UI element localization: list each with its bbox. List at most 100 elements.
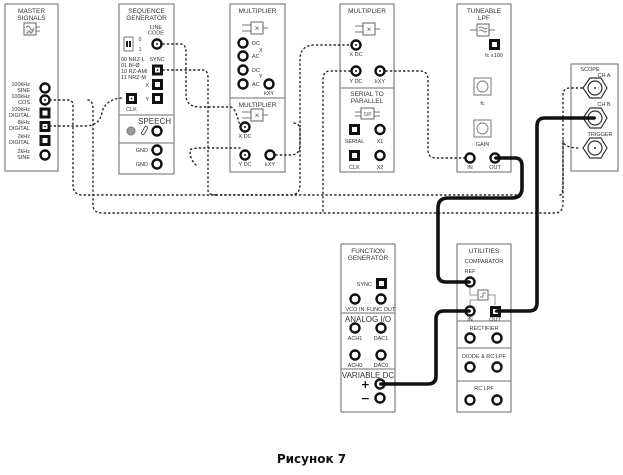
kxy-socket-2[interactable] xyxy=(264,149,276,161)
y-dc-socket[interactable] xyxy=(237,64,249,76)
switch-label-1: 1 xyxy=(138,47,141,53)
plug-dot xyxy=(244,154,246,156)
module-sequence-generator: SEQUENCE GENERATOR 0 1 LINE CODE 00 NRZ-… xyxy=(118,3,175,175)
wire-to-ydc2 xyxy=(189,147,241,166)
microphone-icon xyxy=(141,126,148,135)
y-label: Y xyxy=(259,74,263,80)
comparator-in-label: IN xyxy=(467,317,473,323)
rectifier-out-socket[interactable] xyxy=(491,332,503,344)
rc-lpf-in-socket[interactable] xyxy=(464,394,476,406)
code-11: 11 NRZ-M xyxy=(121,75,146,81)
socket[interactable] xyxy=(39,82,51,94)
plug-dot xyxy=(156,43,158,45)
wire-100khz-cos xyxy=(49,99,301,196)
plug-dot xyxy=(379,70,381,72)
output-8khz-digital[interactable]: 8kHz DIGITAL xyxy=(9,120,51,132)
kxy-socket-1[interactable] xyxy=(263,78,275,90)
label: DIGITAL xyxy=(9,113,30,119)
socket-inner xyxy=(379,281,384,286)
module-multiplier-serial-parallel: MULTIPLIER × X DC Y DC kXY SERIAL TO PAR… xyxy=(339,3,395,173)
lpf-in-socket[interactable] xyxy=(464,152,476,164)
label: DIGITAL xyxy=(9,126,30,132)
label: 2kHz xyxy=(17,134,30,140)
fc-x100-label: fc x100 xyxy=(485,53,503,59)
multiplier-1-title: MULTIPLIER xyxy=(239,8,277,15)
diode-in-socket[interactable] xyxy=(464,361,476,373)
ach1-socket[interactable] xyxy=(349,322,361,334)
variable-dc-minus-socket[interactable] xyxy=(374,392,386,404)
dac1-socket[interactable] xyxy=(375,322,387,334)
gnd-label-1: GND xyxy=(136,148,148,154)
dac1-label: DAC1 xyxy=(374,336,389,342)
x2-socket[interactable] xyxy=(374,149,386,162)
ydc-label-2: Y DC xyxy=(238,162,251,168)
vco-in-socket[interactable] xyxy=(349,293,361,305)
module-multiplier-pair: MULTIPLIER × DC X AC DC Y AC kXY MULTIPL… xyxy=(229,3,286,173)
y-ac-socket[interactable] xyxy=(237,78,249,90)
analog-io-label: ANALOG I/O xyxy=(345,315,391,324)
cable-vdc-to-comp-in xyxy=(379,309,471,386)
speech-socket[interactable] xyxy=(151,125,163,137)
socket-inner xyxy=(42,138,48,143)
output-2khz-sine[interactable]: 2kHz SINE xyxy=(17,149,51,161)
fc-knob[interactable] xyxy=(473,77,492,96)
dac0-socket[interactable] xyxy=(375,349,387,361)
lpf-title-1: TUNEABLE xyxy=(467,8,502,15)
output-2khz-digital[interactable]: 2kHz DIGITAL xyxy=(9,134,51,146)
gnd-socket-2[interactable] xyxy=(151,158,163,170)
utilities-panel xyxy=(456,243,512,413)
serial-label: SERIAL xyxy=(345,139,365,145)
rc-lpf-out-socket[interactable] xyxy=(491,394,503,406)
label: SINE xyxy=(17,155,30,161)
ach1-label: ACH1 xyxy=(348,336,363,342)
fc-label: fc xyxy=(480,101,485,107)
wire-to-scope-cha xyxy=(559,87,586,196)
code-10: 10 RZ-AMI xyxy=(121,69,148,75)
lpf-in-label: IN xyxy=(467,165,473,171)
code-00: 00 NRZ-L xyxy=(121,57,145,63)
module-tuneable-lpf: TUNEABLE LPF fc x100 fc GAIN IN OUT xyxy=(456,3,512,173)
code-01: 01 Bi-Ø xyxy=(121,63,140,69)
wire-kxy-to-xdc3 xyxy=(275,44,351,156)
diode-out-socket[interactable] xyxy=(491,361,503,373)
label: SINE xyxy=(17,88,30,94)
comparator-label: COMPARATOR xyxy=(465,259,504,265)
variable-dc-label: VARIABLE DC xyxy=(342,371,395,380)
output-100khz-sine[interactable]: 100kHz SINE xyxy=(11,82,51,94)
x1-socket[interactable] xyxy=(374,123,386,136)
multiplier-symbol-icon: × xyxy=(242,108,268,122)
plug-dot xyxy=(244,126,246,128)
socket-inner xyxy=(155,82,160,87)
bnc-trigger-socket[interactable] xyxy=(582,137,608,159)
wire-outer-loop-left xyxy=(87,99,581,214)
dip-switch[interactable] xyxy=(123,36,134,52)
y-label: Y xyxy=(145,97,149,103)
func-out-socket[interactable] xyxy=(375,293,387,305)
bnc-cha-socket[interactable] xyxy=(582,77,608,99)
speaker-icon xyxy=(126,126,136,136)
ach0-socket[interactable] xyxy=(349,349,361,361)
plug-dot xyxy=(355,70,357,72)
serial-parallel-icon: S/P xyxy=(355,107,380,120)
plug-dot xyxy=(44,99,46,101)
line-code-label-1: LINE xyxy=(150,25,163,31)
gain-knob[interactable] xyxy=(473,119,492,138)
ach0-label: ACH0 xyxy=(348,363,363,369)
cable-lpf-out-to-ref xyxy=(436,156,524,284)
x-ac-socket[interactable] xyxy=(237,50,249,62)
sp-title-1: SERIAL TO xyxy=(350,91,383,98)
seqgen-title-1: SEQUENCE xyxy=(128,8,165,15)
master-signals-title-1: MASTER xyxy=(18,8,45,15)
x2-label: X2 xyxy=(377,165,384,171)
gnd-socket-1[interactable] xyxy=(151,144,163,156)
xdc-label-2: X DC xyxy=(238,134,251,140)
module-utilities: UTILITIES COMPARATOR REF IN OUT RECTIFIE… xyxy=(456,243,512,413)
rectifier-in-socket[interactable] xyxy=(464,332,476,344)
x-dc-socket[interactable] xyxy=(237,37,249,49)
chb-label: CH B xyxy=(597,102,610,108)
gain-label: GAIN xyxy=(476,142,489,148)
trigger-label: TRIGGER xyxy=(587,132,612,138)
socket[interactable] xyxy=(39,149,51,161)
output-100khz-digital[interactable]: 100kHz DIGITAL xyxy=(9,107,51,119)
wire-8khz-to-clk xyxy=(49,97,123,127)
